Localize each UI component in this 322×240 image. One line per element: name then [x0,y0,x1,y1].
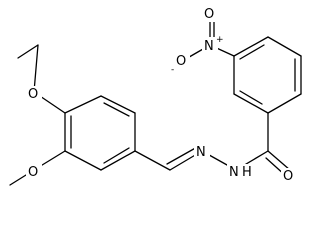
hydrazide-nitrogen-label: N [229,165,239,180]
hydrazide-hydrogen-label: H [242,165,252,180]
molecule-structure: O N + O - O O N N H O [9,7,302,186]
ethoxy-group [17,44,66,114]
nitro-oxygen-left-label: O [176,54,186,69]
nitro-oxygen-top-label: O [204,7,214,22]
nitro-negative-charge: - [171,65,174,75]
methoxy-oxygen-label: O [28,165,38,180]
nitrophenyl-ring [233,36,302,152]
hydrazone-linker [134,145,291,177]
dialkoxyphenyl-ring [64,95,136,171]
carbonyl-oxygen-label: O [283,169,293,184]
nitro-nitrogen-label: N [204,39,214,54]
imine-nitrogen-label: N [196,145,206,160]
nitro-positive-charge: + [216,35,224,45]
ethoxy-oxygen-label: O [28,87,38,102]
